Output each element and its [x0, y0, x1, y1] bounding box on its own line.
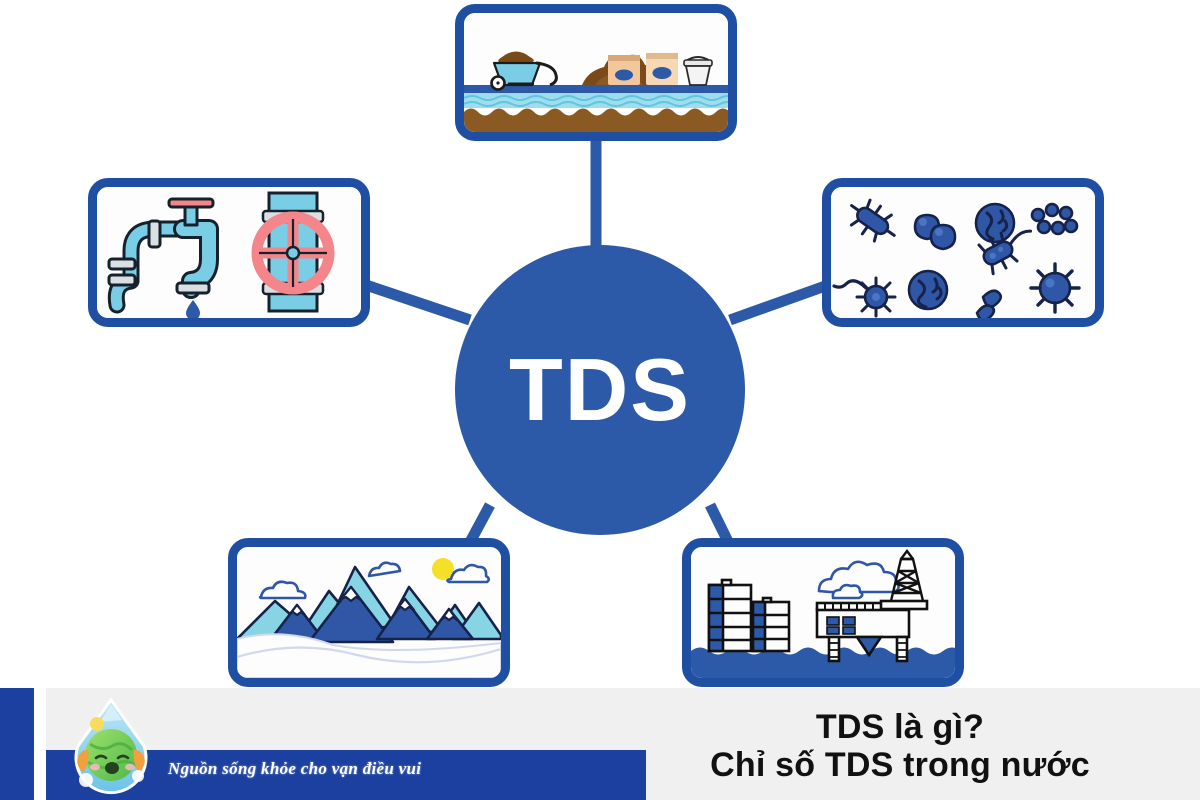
soil-and-waste-icon [464, 13, 728, 132]
faucet-icon [107, 197, 219, 314]
mascot-eye-right [116, 754, 130, 760]
amoeba-cell-lower-icon [907, 269, 949, 311]
flagellated-bacterium-icon [977, 229, 1033, 276]
rod-bacterium-icon [849, 198, 896, 243]
banner-title-line-1: TDS là gì? [815, 707, 985, 746]
front-mountains [269, 585, 475, 644]
mascot-blush-left [90, 763, 100, 771]
oil-rig-platform-icon [815, 549, 929, 663]
oil-rig-and-barrels-icon [691, 547, 955, 678]
bottom-banner [0, 688, 1200, 800]
mascot-arm-left [77, 750, 89, 772]
banner-title-line-2: Chỉ số TDS trong nước [710, 746, 1090, 784]
water-drop-earth-mascot-logo[interactable] [52, 692, 170, 796]
bucket-icon [683, 56, 713, 86]
source-card-natural-minerals[interactable] [228, 538, 510, 687]
clouds [258, 561, 491, 600]
cloud-puff-left [79, 773, 93, 787]
banner-left-stripe [0, 688, 34, 800]
snow-contour [237, 646, 501, 664]
curved-bacilli-icon [975, 289, 1003, 318]
water-surface [691, 647, 955, 678]
derrick-tower-icon [889, 549, 925, 602]
oil-barrels-icon [707, 578, 791, 653]
faucet-and-valve-icon [97, 187, 361, 318]
mascot-eye-left [94, 754, 108, 760]
source-card-microorganisms[interactable] [822, 178, 1104, 327]
spiked-microbe-icon [832, 276, 897, 318]
connector-center-to-pipes [364, 279, 472, 326]
lightbulb-icon [90, 717, 104, 731]
virus-particle-icon [1029, 262, 1081, 314]
sun-icon [432, 558, 454, 580]
source-card-soil-waste[interactable] [455, 4, 737, 141]
brand-tagline-text: Nguồn sống khỏe cho vạn điều vui [168, 759, 422, 778]
snow-caps [288, 585, 459, 622]
snow-field [237, 633, 501, 678]
fertilizer-sacks-icon [608, 53, 678, 85]
mountains-landscape-icon [237, 547, 501, 678]
connector-center-to-microbes [728, 279, 830, 326]
wheelbarrow-icon [490, 51, 558, 91]
banner-title: TDS là gì? Chỉ số TDS trong nước [600, 694, 1200, 798]
source-card-pipes-plumbing[interactable] [88, 178, 370, 327]
mascot-arm-right [133, 750, 145, 772]
mascot-mouth [105, 762, 119, 774]
cloud-puff-right [132, 770, 144, 782]
brand-tagline: Nguồn sống khỏe cho vạn điều vui [168, 752, 468, 786]
water-drop-icon [186, 300, 200, 318]
source-card-industrial-waste[interactable] [682, 538, 964, 687]
tds-center-label: TDS [509, 340, 691, 439]
coccus-chain-icon [1030, 202, 1079, 236]
pipe-valve-icon [251, 191, 335, 313]
diplococcus-icon [913, 213, 957, 251]
tds-center-node: TDS [455, 245, 745, 535]
mascot-blush-right [125, 763, 135, 771]
globe-contour [89, 742, 134, 752]
amoeba-cell-icon [974, 202, 1016, 244]
bacteria-and-virus-icon [831, 187, 1095, 318]
droplet-highlight [100, 704, 122, 722]
